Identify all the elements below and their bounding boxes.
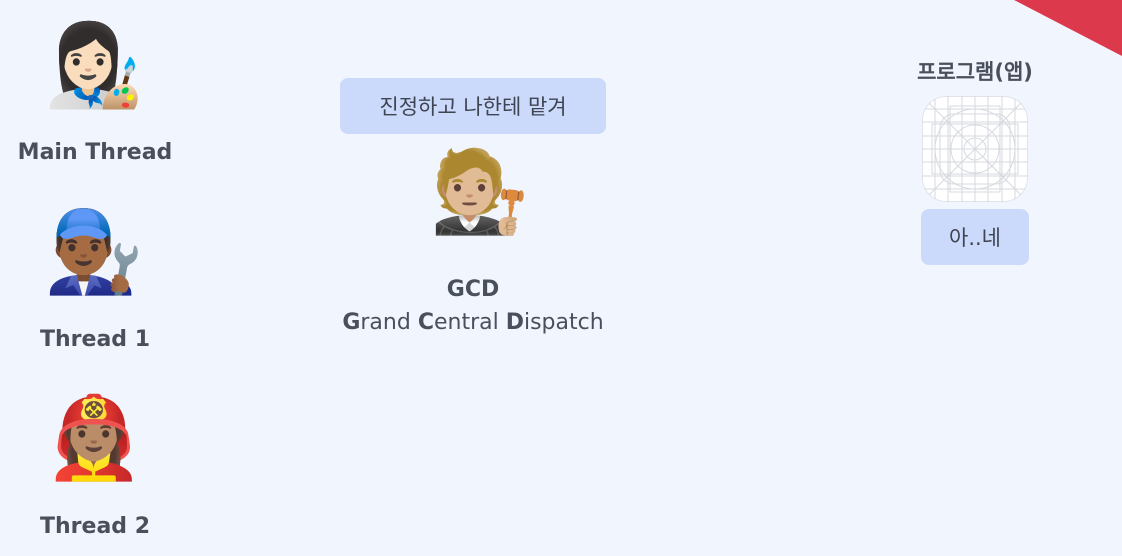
app-icon (922, 96, 1028, 202)
app-reply-bubble: 아..네 (921, 209, 1029, 265)
app-title: 프로그램(앱) (917, 60, 1033, 84)
thread2-avatar: 👩🏽‍🚒 (44, 391, 144, 484)
app-reply-text: 아..네 (949, 226, 1001, 250)
gcd-sub-rest-d: ispatch (523, 310, 604, 335)
gcd-sub-initial-d: D (505, 310, 524, 335)
gcd-sub-rest-c: entral (433, 310, 506, 335)
thread1-avatar: 👨🏾‍🔧 (44, 205, 144, 298)
gcd-judge-avatar: 🧑🏼‍⚖️ (430, 145, 530, 238)
corner-accent (1014, 0, 1122, 56)
main-thread-avatar: 👩🏻‍🎨 (44, 19, 144, 112)
gcd-sub-initial-c: C (417, 310, 434, 335)
gcd-speech-text: 진정하고 나한테 맡겨 (379, 95, 567, 119)
gcd-sub-rest-g: rand (360, 310, 418, 335)
gcd-subtitle: Grand Central Dispatch (300, 310, 646, 335)
thread2-label: Thread 2 (40, 514, 150, 539)
gcd-speech-bubble: 진정하고 나한테 맡겨 (340, 78, 606, 134)
main-thread-label: Main Thread (17, 140, 173, 165)
thread1-label: Thread 1 (40, 327, 150, 352)
gcd-title: GCD (446, 277, 500, 302)
gcd-sub-initial-g: G (342, 310, 361, 335)
app-icon-grid (922, 96, 1028, 202)
